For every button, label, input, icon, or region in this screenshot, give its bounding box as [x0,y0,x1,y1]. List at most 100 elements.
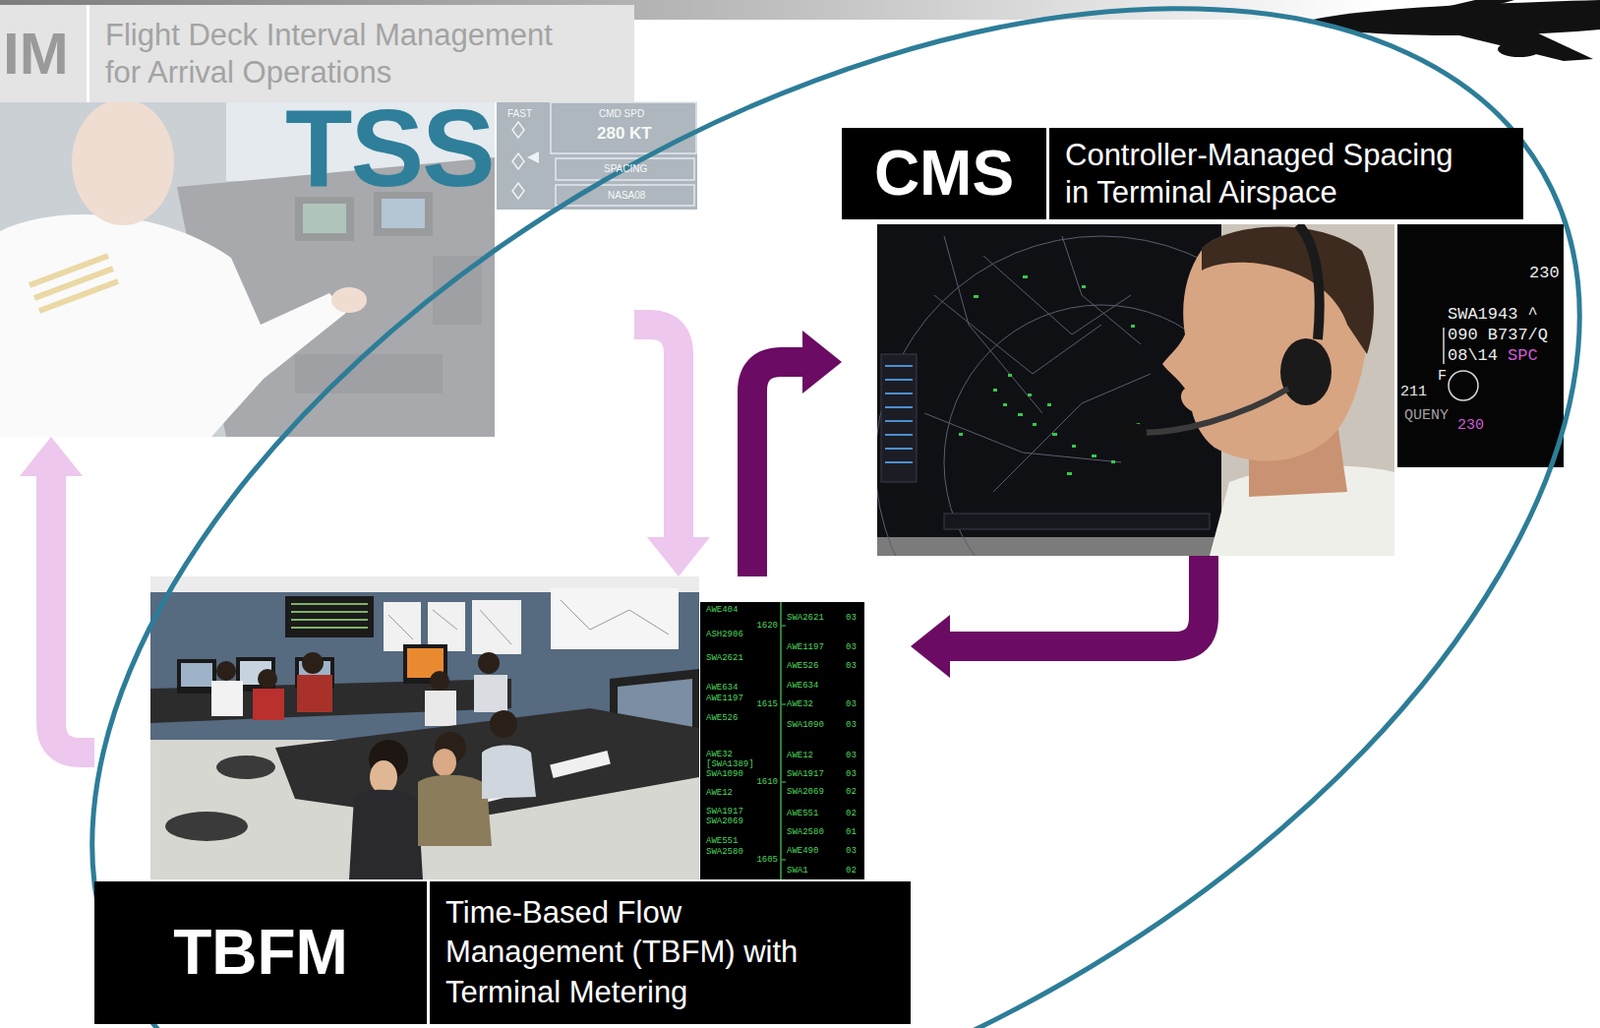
lab-photo-part [481,745,536,800]
controller-photo-part [1140,388,1289,433]
flight-callsign: AWE634 [706,682,738,693]
timeline-strip-part [700,601,865,880]
lab-photo-part [177,658,217,694]
lab-photo-part [369,760,398,794]
lab-photo-part [216,755,276,779]
controller-photo-part [881,354,917,482]
display-readout: NASA08 [607,189,646,202]
controller-photo-part-part [1017,413,1023,416]
region-title: TSS [285,93,494,204]
flight-callsign: AWE12 [706,787,733,798]
lab-photo-part [349,789,423,880]
title-bar: TBFM Time-Based Flow Management (TBFM) wi… [94,881,911,1024]
controller-photo-part-part [1003,403,1008,407]
sequence-number: 03 [845,769,857,779]
flight-callsign: AWE490 [786,845,819,856]
radar-inset [1397,224,1564,468]
title-bar-head: TBFM [94,881,427,1024]
controller-photo-part-part [1052,432,1058,436]
lab-photo-part [550,588,679,650]
aircraft-silhouette-part [1416,0,1515,14]
flight-callsign: AWE32 [786,699,814,710]
sequence-number: 03 [845,750,857,761]
fix-name: QUENY [1404,407,1449,424]
title-bar-head: CMS [841,127,1047,220]
aircraft-silhouette-part [1435,29,1594,61]
program-description: Controller-Managed Spacing in Terminal A… [1065,136,1469,212]
aircraft-silhouette-part [1497,41,1541,58]
controller-photo-part [1298,224,1320,340]
flow-arrow [910,555,1204,678]
aircraft-silhouette [1312,0,1600,61]
controller-photo-part [885,365,913,463]
lab-photo-part [388,599,669,645]
lab-photo-part [216,660,237,681]
spacing-display-part [512,121,525,199]
sequence-number: 03 [845,642,857,652]
controller-photo-part-part [1022,275,1028,279]
time-tick: 1615 [756,699,778,710]
lab-photo-part [417,774,492,846]
flight-callsign: SWA1 [786,865,809,876]
program-acronym: TBFM [173,917,349,987]
flow-arrow-shaft [948,555,1204,647]
lab-photo-part [427,601,466,652]
lab-photo-part [252,688,285,720]
program-acronym: CMS [874,138,1014,208]
lab-photo-part [296,674,333,712]
controller-photo-part [958,275,1140,475]
controller-photo-part [1280,338,1332,406]
lab-photo-part [257,668,278,689]
data-block-flag: SPC [1507,346,1539,365]
controller-photo-part-part [1062,236,1141,345]
flow-arrow-shaft [634,324,679,539]
controller-photo-part-part [934,295,1102,374]
program-acronym: IM [2,21,69,87]
title-bar-body: Flight Deck Interval Management for Arri… [89,4,635,103]
display-speed: 280 KT [596,123,652,144]
flow-arrow [634,324,711,577]
altitude-value: 230 [1457,416,1484,434]
lab-photo-part [474,674,508,712]
flight-callsign: SWA2621 [706,652,744,663]
sequence-number: 03 [845,719,857,730]
spacing-display-part [496,102,698,210]
data-block-text: 08\14 [1447,346,1498,365]
controller-photo-part [877,224,1395,556]
sequence-number: 02 [845,786,857,797]
flow-arrow-head [910,614,950,678]
flight-callsign: AWE1197 [786,642,825,652]
lab-photo-part [489,710,518,738]
spacing-display [496,102,698,210]
controller-photo-part-part [973,295,979,298]
radar-inset-part [1397,224,1564,468]
sequence-number: 02 [845,865,857,876]
lab-photo-part [150,576,700,880]
lab-photo-part [180,662,213,687]
flight-callsign: AWE404 [706,604,738,615]
flight-callsign: ASH2906 [706,629,744,640]
flow-arrow-head [647,536,711,577]
sequence-number: 03 [845,660,857,671]
controller-photo-part-part [1111,460,1116,464]
controller-photo-part-part [993,373,1151,492]
lab-photo-part [477,651,500,674]
lab-photo-part [291,603,368,628]
fix-marker: F [1437,367,1447,385]
program-description: Time-Based Flow Management (TBFM) with T… [445,892,830,1012]
title-bar-body: Controller-Managed Spacing in Terminal A… [1049,127,1524,220]
controller-photo-part-part [1066,472,1072,475]
flow-arrow [19,436,95,753]
controller-photo-part-part [993,388,998,392]
flight-callsign: AWE32 [706,749,733,760]
title-bar: CMS Controller-Managed Spacing in Termina… [841,127,1524,220]
sequence-number: 02 [845,808,857,819]
flight-callsign: AWE634 [786,680,819,691]
data-block-text: 090 B737/Q [1447,325,1548,345]
fix-marker: 211 [1400,383,1427,401]
sequence-number: 03 [845,845,857,856]
lab-photo-part [424,690,457,726]
lab-photo-part [472,599,522,654]
time-tick: 1605 [756,854,778,865]
